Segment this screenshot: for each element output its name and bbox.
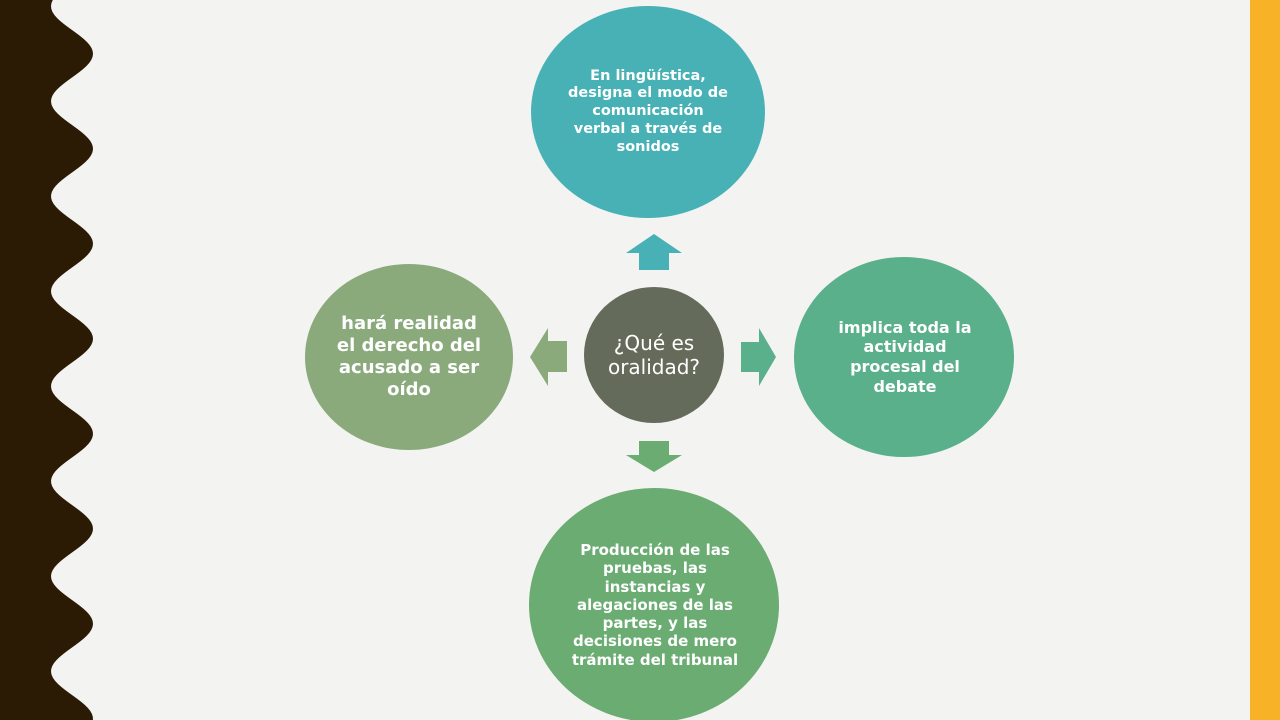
arrow-up <box>626 234 682 270</box>
wave-shape <box>0 0 93 720</box>
node-top <box>531 6 765 218</box>
node-right <box>794 257 1014 457</box>
node-bottom-label: Producción de las pruebas, las instancia… <box>571 540 739 669</box>
node-bottom <box>529 488 779 720</box>
node-center <box>584 287 724 423</box>
right-accent-stripe <box>1250 0 1280 720</box>
arrow-left <box>530 328 567 386</box>
arrow-right <box>741 328 776 386</box>
node-top-label: En lingüística, designa el modo de comun… <box>568 67 728 155</box>
node-left-label: hará realidad el derecho del acusado a s… <box>336 313 482 400</box>
wavy-left-border <box>0 0 93 720</box>
node-left <box>305 264 513 450</box>
arrow-down <box>626 441 682 472</box>
node-center-label: ¿Qué es oralidad? <box>607 330 701 379</box>
node-right-label: implica toda la actividad procesal del d… <box>838 317 972 396</box>
